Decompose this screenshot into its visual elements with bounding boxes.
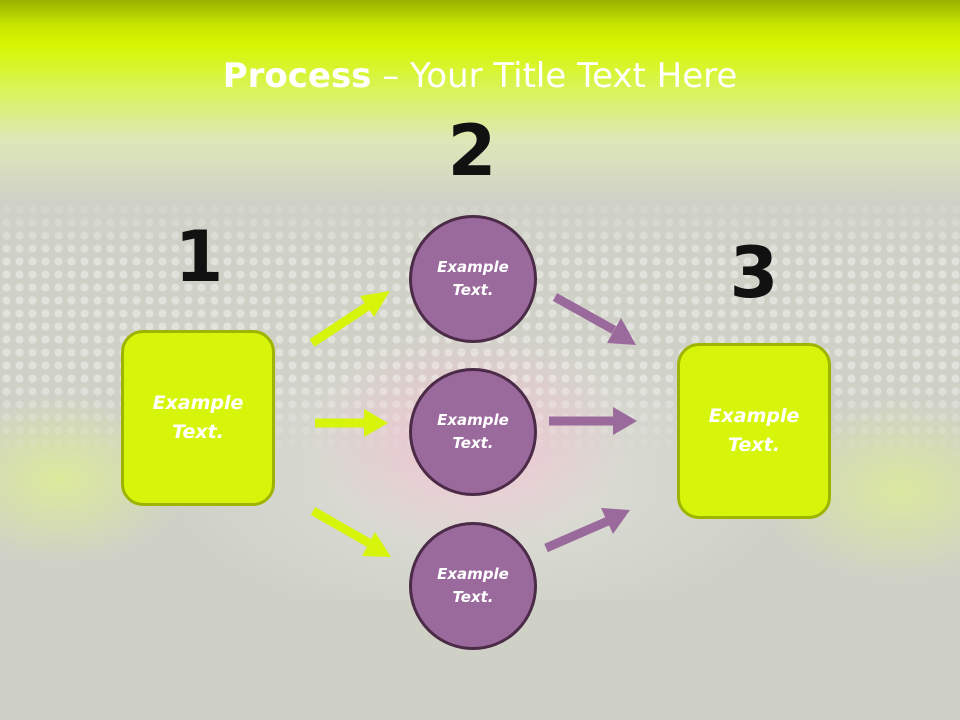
arrow-green-down (310, 507, 391, 557)
arrow-purple-straight (549, 407, 637, 435)
slide-title: Process – Your Title Text Here (0, 52, 960, 100)
process-circle-middle: Example Text. (409, 368, 537, 496)
process-circle-bottom: Example Text. (409, 522, 537, 650)
right-process-box: Example Text. (677, 343, 831, 519)
arrow-purple-up (544, 508, 630, 553)
step-number-3: 3 (729, 232, 779, 314)
title-rest: – Your Title Text Here (371, 56, 738, 96)
title-bold: Process (222, 56, 372, 96)
arrow-purple-down (552, 293, 636, 345)
arrow-green-up (309, 291, 390, 347)
process-circle-top: Example Text. (409, 215, 537, 343)
arrow-green-straight (315, 409, 388, 437)
left-process-box: Example Text. (121, 330, 275, 506)
step-number-1: 1 (174, 216, 224, 298)
step-number-2: 2 (447, 110, 497, 192)
